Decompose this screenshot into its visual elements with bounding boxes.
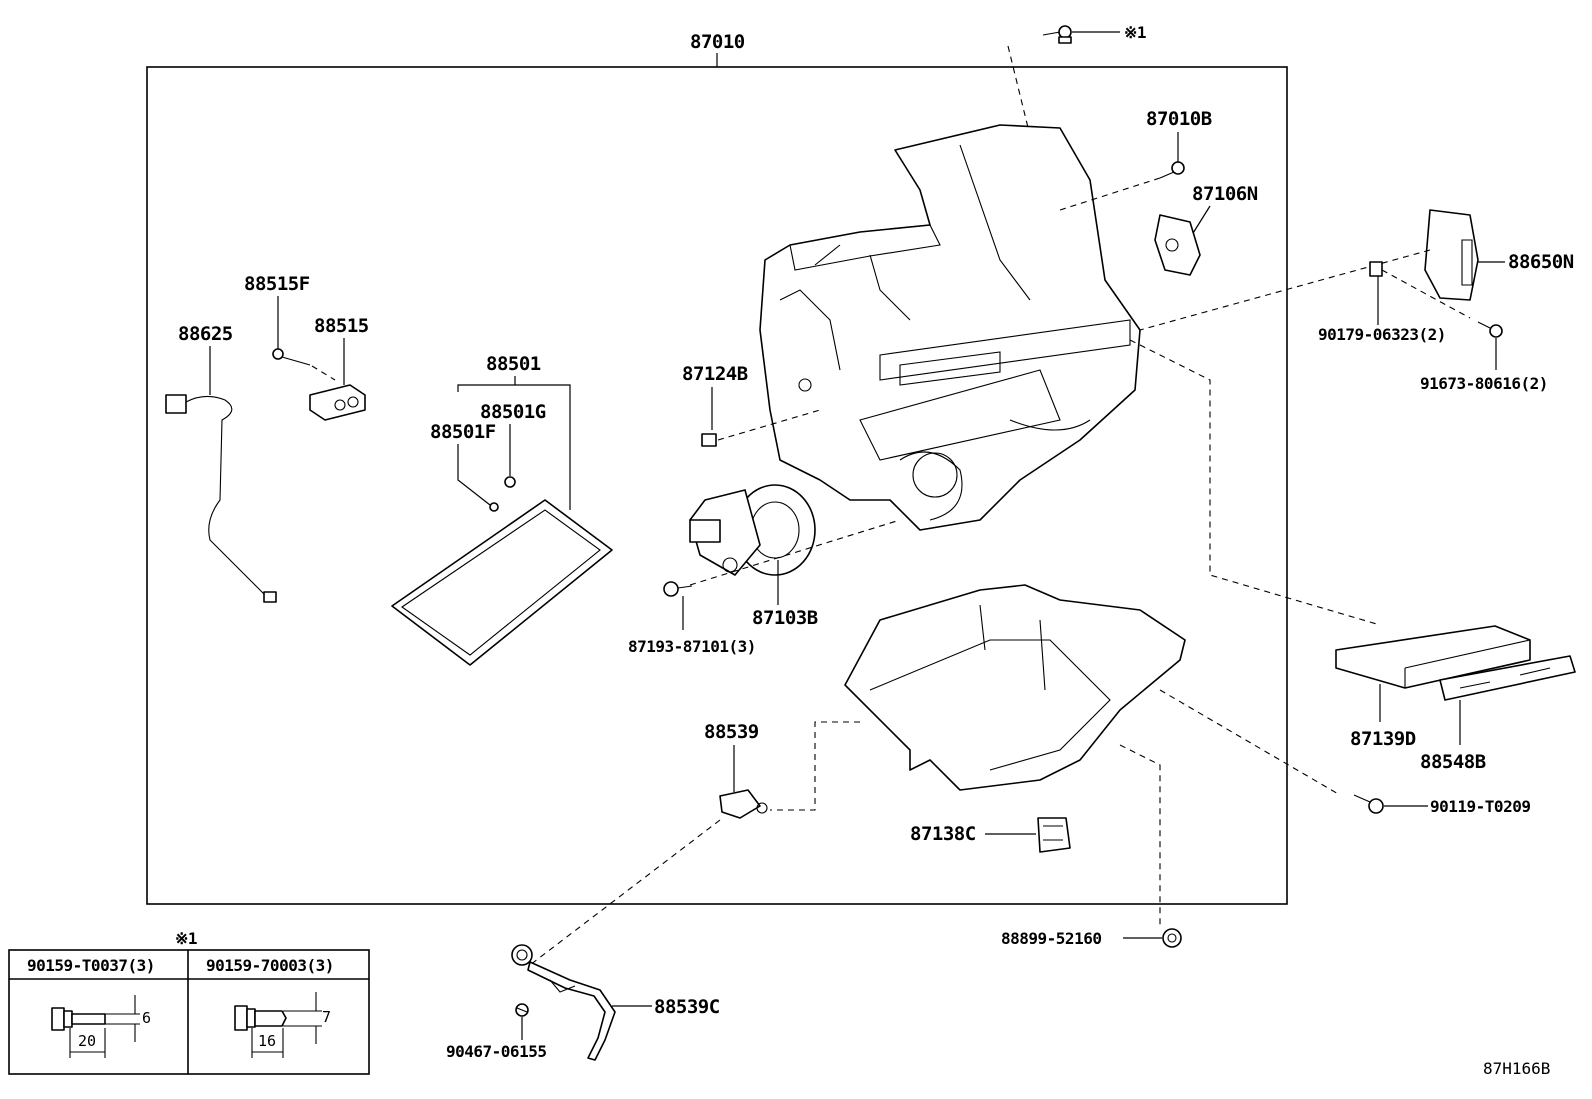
valve-88515-icon[interactable] (309, 384, 366, 421)
label-88501F[interactable]: 88501F (430, 421, 496, 443)
plate-88548B-icon[interactable] (1439, 655, 1576, 701)
filter-87139D-icon[interactable] (1335, 625, 1531, 689)
oring-88501F-icon[interactable] (489, 502, 499, 512)
label-note-ref-top: ※1 (1124, 23, 1146, 42)
oring-88501G-icon[interactable] (504, 476, 516, 488)
screw-87010B-icon[interactable] (1159, 161, 1185, 179)
dim-a-len: 20 (78, 1032, 96, 1050)
connector-87138C-icon[interactable] (1037, 817, 1071, 853)
label-87193[interactable]: 87193-87101(3) (628, 637, 756, 656)
legend-col2: 90159-70003(3) (206, 956, 334, 975)
label-91673[interactable]: 91673-80616(2) (1420, 374, 1548, 393)
evaporator-88501-icon[interactable] (391, 499, 613, 666)
label-88515[interactable]: 88515 (314, 315, 369, 337)
bolt-a-icon (51, 1007, 106, 1031)
label-90179[interactable]: 90179-06323(2) (1318, 325, 1446, 344)
hvac-case-icon[interactable] (759, 124, 1141, 531)
label-87138C[interactable]: 87138C (910, 823, 976, 845)
sensor-wire-88625-icon[interactable] (165, 394, 277, 603)
dim-a-dia: 6 (142, 1009, 151, 1027)
nut-88899-icon[interactable] (1162, 928, 1182, 948)
screw-top-icon[interactable] (1042, 25, 1072, 44)
label-90467[interactable]: 90467-06155 (446, 1042, 547, 1061)
label-88501G[interactable]: 88501G (480, 401, 546, 423)
label-87139D[interactable]: 87139D (1350, 728, 1416, 750)
label-88515F[interactable]: 88515F (244, 273, 310, 295)
label-88548B[interactable]: 88548B (1420, 751, 1486, 773)
control-unit-88650N-icon[interactable] (1424, 209, 1479, 301)
legend-table: ※1 90159-T0037(3) 90159-70003(3) 20 6 16 (8, 929, 370, 1075)
fitting-88539-icon[interactable] (719, 789, 768, 819)
diagram-code: 87H166B (1483, 1059, 1550, 1078)
screw-90119-icon[interactable] (1353, 794, 1384, 814)
label-90119[interactable]: 90119-T0209 (1430, 797, 1531, 816)
label-87010B[interactable]: 87010B (1146, 108, 1212, 130)
screw-87193-icon[interactable] (663, 581, 693, 597)
clip-87124B-icon[interactable] (701, 433, 717, 447)
label-87106N[interactable]: 87106N (1192, 183, 1258, 205)
legend-ref: ※1 (175, 929, 197, 948)
dim-b-len: 16 (258, 1032, 276, 1050)
label-87124B[interactable]: 87124B (682, 363, 748, 385)
nut-90179-icon[interactable] (1369, 261, 1383, 277)
bolt-b-icon (234, 1005, 287, 1031)
blower-motor-87103B-icon[interactable] (689, 484, 816, 576)
lower-case-icon[interactable] (844, 584, 1186, 791)
label-88501[interactable]: 88501 (486, 353, 541, 375)
legend-col1: 90159-T0037(3) (27, 956, 155, 975)
screw-91673-icon[interactable] (1477, 321, 1503, 338)
label-87010[interactable]: 87010 (690, 31, 745, 53)
label-88899[interactable]: 88899-52160 (1001, 929, 1102, 948)
label-88539C[interactable]: 88539C (654, 996, 720, 1018)
dim-b-dia: 7 (322, 1008, 331, 1026)
actuator-87106N-icon[interactable] (1154, 214, 1201, 276)
pipe-88539C-icon[interactable] (511, 944, 616, 1061)
label-88650N[interactable]: 88650N (1508, 251, 1574, 273)
label-87103B[interactable]: 87103B (752, 607, 818, 629)
clip-90467-icon[interactable] (515, 1003, 529, 1017)
bolt-88515F-icon[interactable] (272, 348, 311, 366)
label-88625[interactable]: 88625 (178, 323, 233, 345)
label-88539[interactable]: 88539 (704, 721, 759, 743)
